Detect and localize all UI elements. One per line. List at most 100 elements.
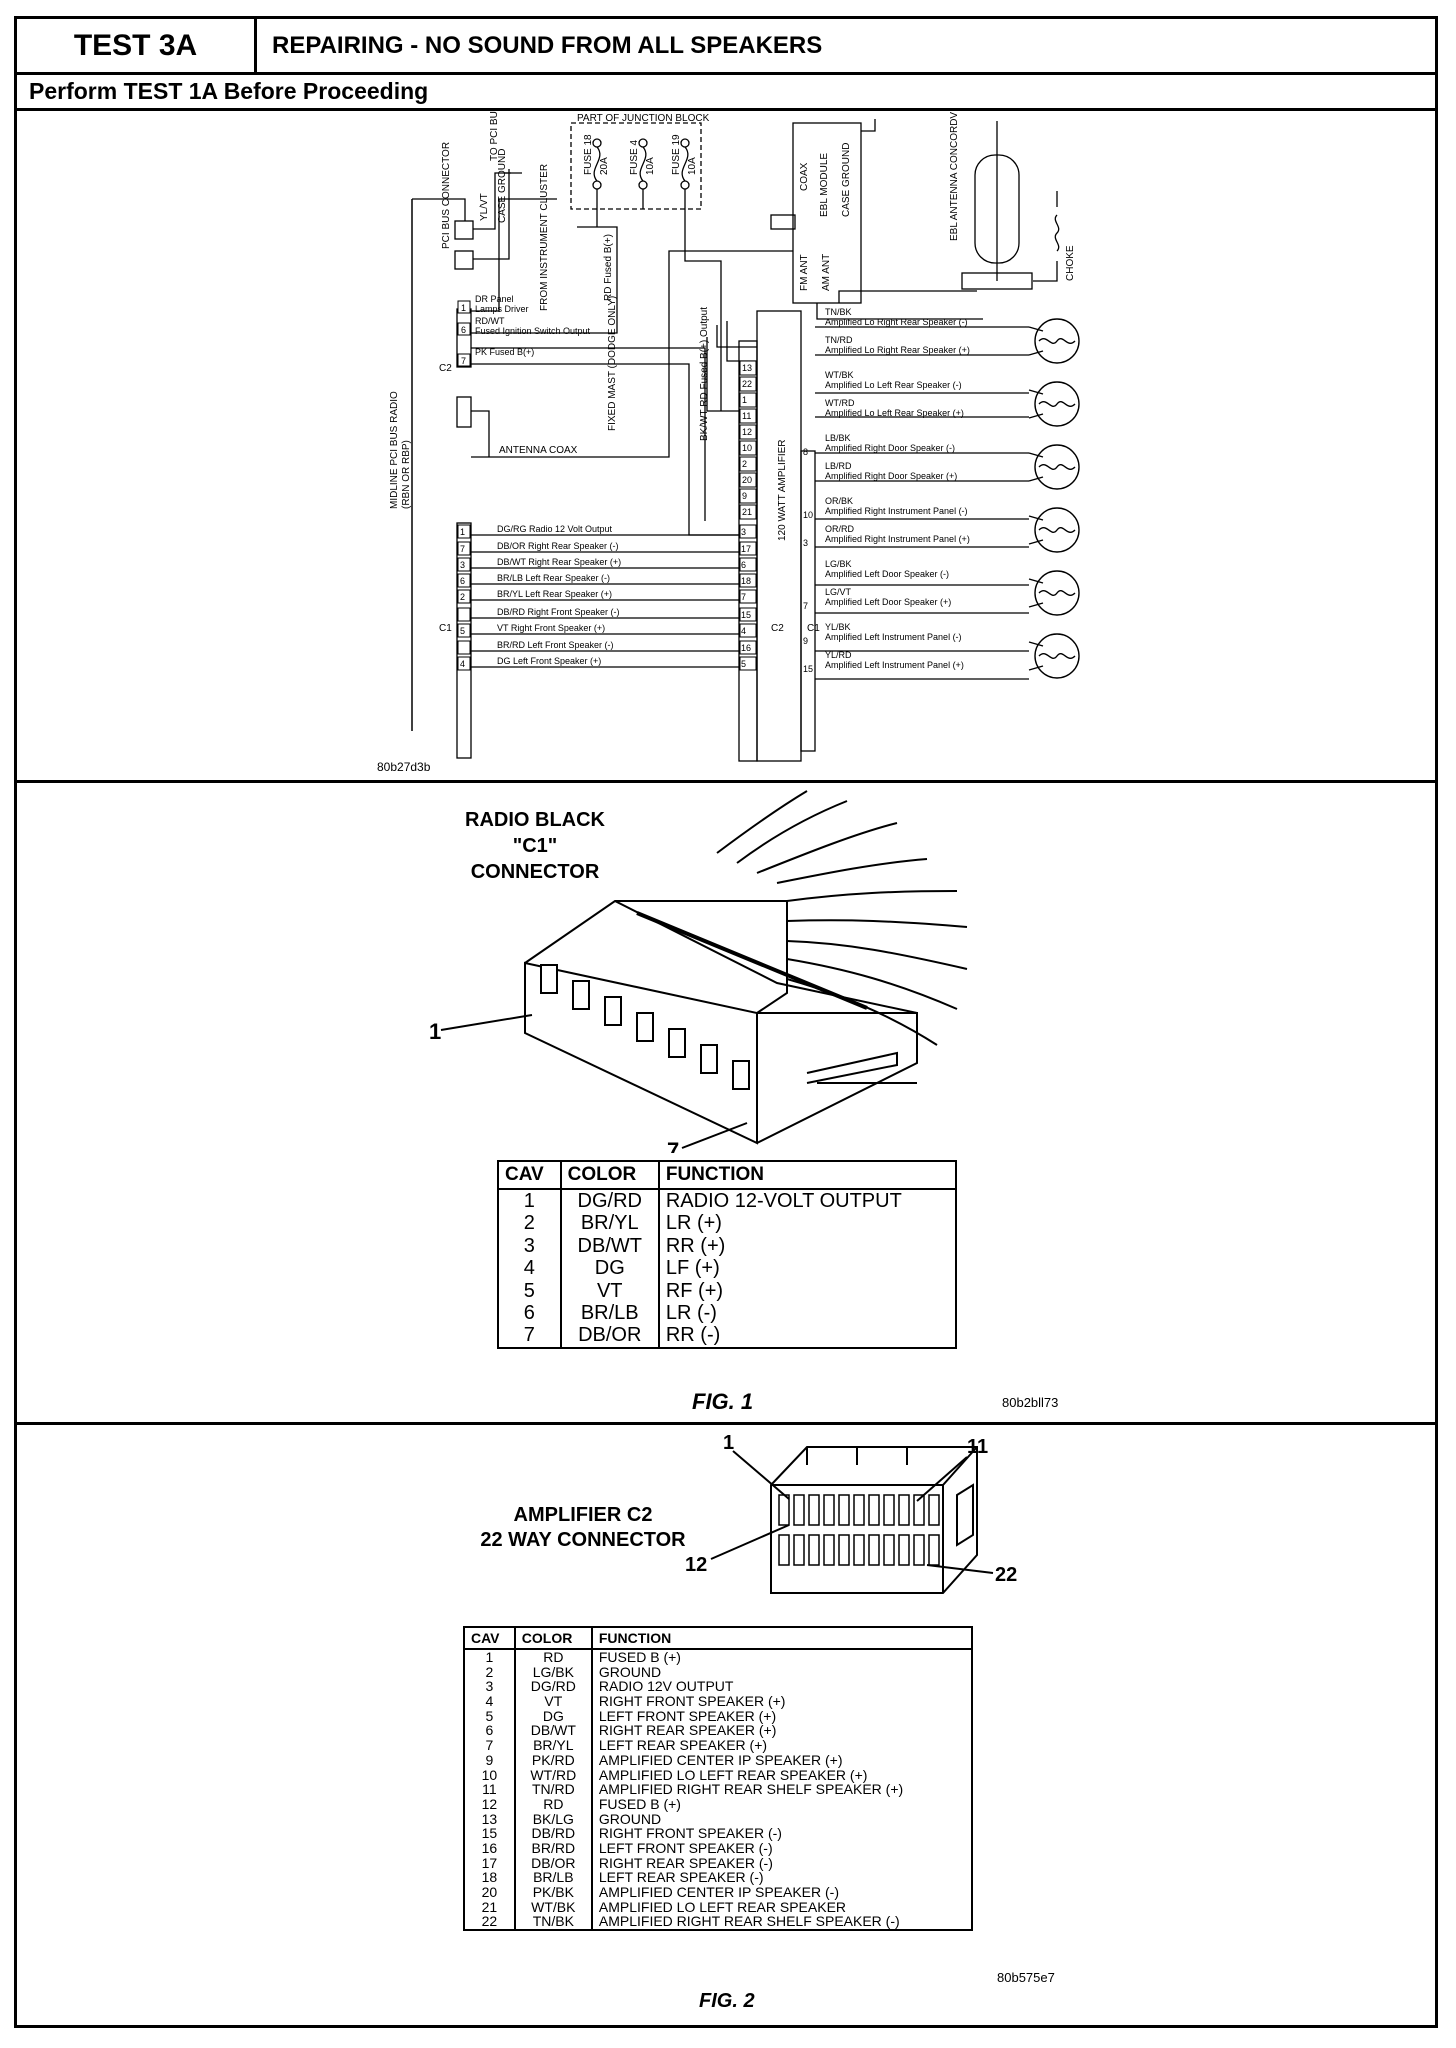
fuse-19-rating: 10A xyxy=(687,157,698,175)
speaker-wire-function: Amplified Right Door Speaker (-) xyxy=(825,443,955,453)
c1-wire-label: BR/RD Left Front Speaker (-) xyxy=(497,640,614,650)
connector-cavity xyxy=(823,1494,835,1526)
speaker-wire-function: Amplified Left Door Speaker (+) xyxy=(825,597,951,607)
table-cell: AMPLIFIED RIGHT REAR SHELF SPEAKER (-) xyxy=(590,1914,974,1931)
table-cell: 16 xyxy=(463,1841,516,1856)
amp-c1-pin: 3 xyxy=(803,538,808,548)
amp-c1-pin: 10 xyxy=(803,510,813,520)
amp-c2-pin: 16 xyxy=(741,643,751,653)
fig1-title-line1: RADIO BLACK xyxy=(465,809,605,831)
speaker-wire-color: LB/BK xyxy=(825,433,851,443)
amp-c2-pin: 5 xyxy=(741,659,746,669)
connector-cavity xyxy=(838,1534,850,1566)
amp-pin: 20 xyxy=(742,475,752,485)
page-header: TEST 3A REPAIRING - NO SOUND FROM ALL SP… xyxy=(17,19,1435,75)
speaker-wire-function: Amplified Left Instrument Panel (-) xyxy=(825,632,962,642)
radio-c1-pin: 7 xyxy=(460,544,465,554)
table-cell: DG xyxy=(513,1709,593,1724)
amp-pin: 22 xyxy=(742,379,752,389)
radio-c1-pin: 6 xyxy=(460,576,465,586)
amp-c2-connector-drawing: 1 11 12 22 xyxy=(685,1432,1017,1594)
speaker-wire-color: TN/BK xyxy=(825,307,852,317)
speaker-wire-color: YL/RD xyxy=(825,650,852,660)
coax-label: COAX xyxy=(799,162,810,191)
amp-pin: 13 xyxy=(742,363,752,373)
speaker-wire-color: TN/RD xyxy=(825,335,853,345)
table-cell: 3 xyxy=(463,1679,516,1695)
amp-pin: 1 xyxy=(742,395,747,405)
connector-cavity xyxy=(868,1534,880,1566)
connector-cavity xyxy=(898,1494,910,1526)
connector-cavity xyxy=(913,1494,925,1526)
table-cell: LR (-) xyxy=(657,1301,958,1325)
fuse-18-label: FUSE 18 xyxy=(583,134,594,175)
connector-cavity xyxy=(928,1534,940,1566)
amp-c2-label: C2 xyxy=(771,623,784,634)
connector-cavity xyxy=(808,1534,820,1566)
fig2-pin-12: 12 xyxy=(685,1554,707,1576)
junction-block-label: PART OF JUNCTION BLOCK xyxy=(577,113,710,124)
table-cell: 9 xyxy=(463,1753,516,1768)
connector-cavity xyxy=(540,964,558,994)
table-cell: DG/RD xyxy=(559,1189,660,1213)
table-cell: TN/RD xyxy=(513,1782,593,1797)
connector-cavity xyxy=(823,1534,835,1566)
connector-cavity xyxy=(883,1494,895,1526)
fuse-19-label: FUSE 19 xyxy=(671,134,682,175)
speaker-wire-color: OR/BK xyxy=(825,496,853,506)
ebl-module-label: EBL MODULE xyxy=(819,153,830,217)
table-cell: 13 xyxy=(463,1811,516,1827)
radio-pin-wire: RD/WT xyxy=(475,316,505,326)
connector-cavity xyxy=(883,1534,895,1566)
radio-label: MIDLINE PCI BUS RADIO xyxy=(389,391,400,509)
speaker-wire-color: YL/BK xyxy=(825,622,851,632)
speaker-wire-color: WT/BK xyxy=(825,370,854,380)
page-title: REPAIRING - NO SOUND FROM ALL SPEAKERS xyxy=(272,32,823,59)
fig1-pin-first: 1 xyxy=(429,1019,441,1044)
radio-pin-wire: PK Fused B(+) xyxy=(475,347,534,357)
wiring-diagram: MIDLINE PCI BUS RADIO (RBN OR RBP) PCI B… xyxy=(377,111,1080,774)
connector-cavity xyxy=(853,1494,865,1526)
connector-cavity xyxy=(778,1534,790,1566)
fig2-section: AMPLIFIER C2 22 WAY CONNECTOR 1 11 12 xyxy=(17,1425,1435,2025)
amp-pin: 10 xyxy=(742,443,752,453)
table-cell: 1 xyxy=(463,1649,516,1665)
connector-cavity xyxy=(913,1534,925,1566)
table-cell: BR/YL xyxy=(513,1738,593,1753)
connector-cavity xyxy=(700,1044,718,1074)
connector-cavity xyxy=(868,1494,880,1526)
table-cell: 2 xyxy=(463,1664,516,1680)
table-cell: RIGHT REAR SPEAKER (-) xyxy=(590,1855,974,1871)
radio-pin-function: Fused Ignition Switch Output xyxy=(475,326,591,336)
speaker-wire-function: Amplified Lo Right Rear Speaker (-) xyxy=(825,317,968,327)
table-cell: BR/LB xyxy=(559,1301,660,1325)
table-cell: RR (+) xyxy=(657,1234,958,1258)
connector-cavity xyxy=(838,1494,850,1526)
radio-c1-label: C1 xyxy=(439,623,452,634)
fig2-code: 80b575e7 xyxy=(997,1970,1055,1985)
fig2-caption: FIG. 2 xyxy=(699,1990,755,2012)
table-cell: AMPLIFIED CENTER IP SPEAKER (+) xyxy=(590,1753,974,1768)
fig2-pin-1: 1 xyxy=(723,1432,734,1454)
table-header: FUNCTION xyxy=(657,1160,958,1190)
speaker-icon xyxy=(1034,633,1080,679)
radio-sub-label: (RBN OR RBP) xyxy=(401,440,412,509)
table-cell: 10 xyxy=(463,1767,516,1783)
table-cell: 7 xyxy=(497,1324,562,1348)
yl-vt-label: YL/VT xyxy=(479,193,490,221)
table-cell: DB/WT xyxy=(513,1723,593,1739)
connector-cavity xyxy=(793,1494,805,1526)
speaker-wire-color: WT/RD xyxy=(825,398,855,408)
table-cell: 22 xyxy=(463,1914,516,1931)
radio-pin-number: 1 xyxy=(461,303,466,313)
